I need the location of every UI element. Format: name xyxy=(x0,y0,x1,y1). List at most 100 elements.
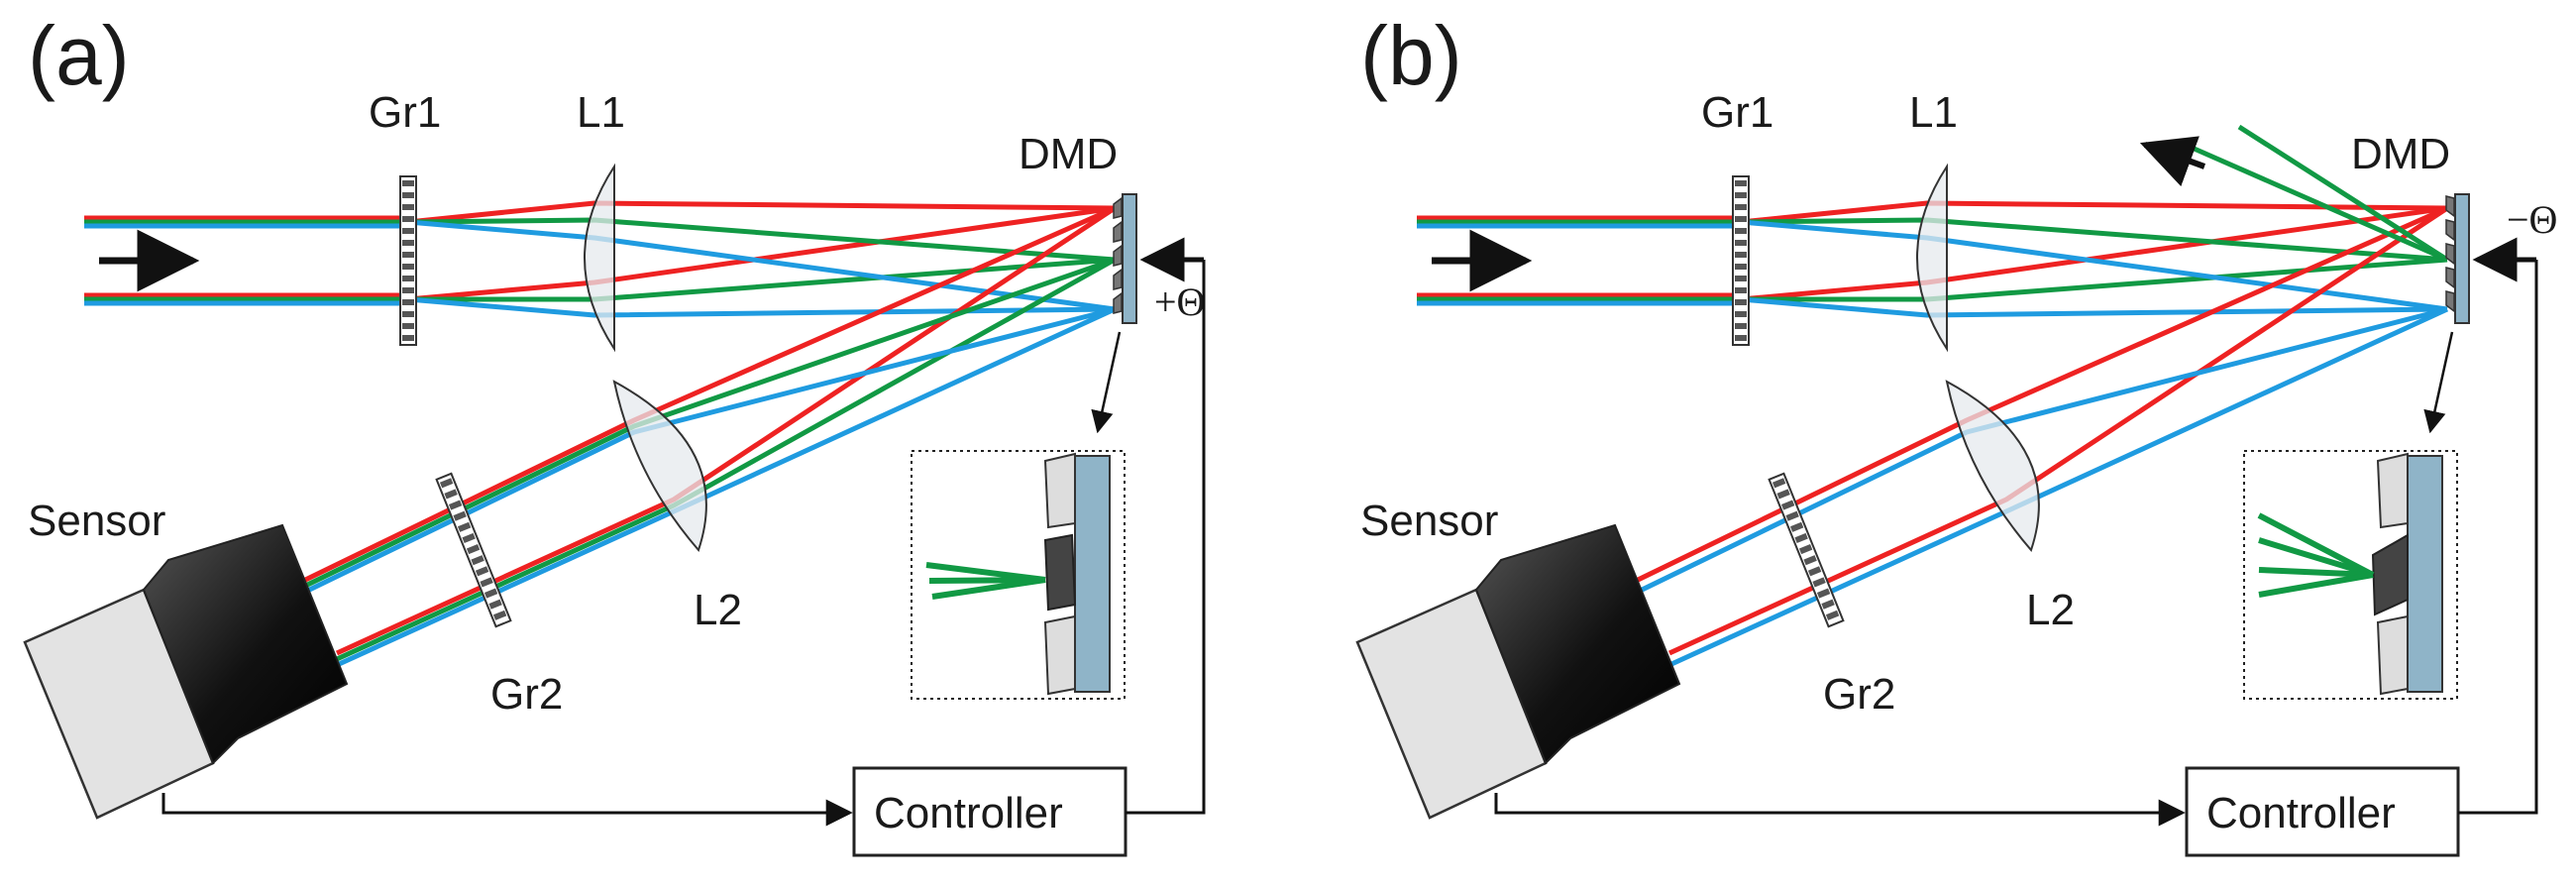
label-gr1: Gr1 xyxy=(1701,88,1773,137)
camera-lens xyxy=(142,523,349,765)
lens-icon xyxy=(612,380,707,552)
sensor-to-controller-wire xyxy=(161,793,853,827)
label-angle: +Θ xyxy=(1154,279,1205,324)
grating-tooth xyxy=(402,192,414,198)
grating-tooth xyxy=(402,180,414,186)
label-gr2: Gr2 xyxy=(490,670,563,719)
micromirror-inset-icon xyxy=(911,331,1126,700)
grating-tooth xyxy=(402,335,414,341)
sensor-to-controller-wire xyxy=(1494,793,2186,827)
grating-icon xyxy=(1732,175,1750,346)
camera-icon xyxy=(23,523,349,820)
label-gr2: Gr2 xyxy=(1823,670,1895,719)
grating-icon xyxy=(435,472,512,628)
grating-tooth xyxy=(402,228,414,234)
micromirror xyxy=(1113,244,1123,267)
inset-green-ray xyxy=(2257,512,2375,578)
label-l1: L1 xyxy=(577,88,625,137)
label-sensor: Sensor xyxy=(28,497,165,545)
grating-tooth xyxy=(1735,299,1747,305)
label-l2: L2 xyxy=(694,586,742,634)
label-gr1: Gr1 xyxy=(369,88,441,137)
grating-tooth xyxy=(1735,216,1747,222)
grating-tooth xyxy=(1735,264,1747,270)
panel-letter: (b) xyxy=(1360,9,1462,102)
lens-icon xyxy=(1916,163,1948,353)
grating-tooth xyxy=(480,577,493,588)
inset-mirror-top xyxy=(1043,452,1076,529)
controller-to-dmd-wire xyxy=(1126,260,1206,815)
grating-tooth xyxy=(475,566,489,577)
grating-tooth xyxy=(1735,204,1747,210)
grating-icon xyxy=(399,175,417,346)
grating-frame xyxy=(399,175,417,346)
inset-pointer xyxy=(2423,331,2454,434)
grating-tooth xyxy=(402,287,414,293)
grating-tooth xyxy=(1785,510,1799,521)
inset-mirror-bottom xyxy=(1043,614,1076,696)
grating-tooth xyxy=(1735,228,1747,234)
grating-tooth xyxy=(1816,588,1831,599)
grating-tooth xyxy=(492,610,507,620)
micromirror xyxy=(2445,290,2455,313)
grating-tooth xyxy=(462,532,476,543)
grating-tooth xyxy=(402,323,414,329)
inset-green-ray xyxy=(2258,567,2374,578)
grating-tooth xyxy=(1735,287,1747,293)
inset-substrate xyxy=(1074,455,1111,693)
grating-tooth xyxy=(453,510,467,521)
label-dmd: DMD xyxy=(1019,130,1118,178)
grating-tooth xyxy=(457,521,472,532)
grating-tooth xyxy=(471,555,484,566)
grating-tooth xyxy=(1825,610,1840,620)
grating-tooth xyxy=(1780,500,1795,510)
micromirror xyxy=(1113,220,1123,243)
lens-icon xyxy=(1945,380,2040,552)
grating-tooth xyxy=(1821,599,1835,610)
deflection-arrow-icon xyxy=(2139,136,2206,187)
camera-icon xyxy=(1355,523,1681,820)
grating-tooth xyxy=(402,216,414,222)
grating-tooth xyxy=(1771,478,1786,489)
dmd-substrate xyxy=(1122,193,1137,324)
grating-tooth xyxy=(402,204,414,210)
label-angle: −Θ xyxy=(2507,197,2557,242)
grating-tooth xyxy=(402,252,414,258)
micromirror xyxy=(2445,219,2455,242)
camera-lens xyxy=(1474,523,1681,765)
label-controller: Controller xyxy=(2206,789,2396,837)
grating-tooth xyxy=(402,264,414,270)
micromirror-inset-icon xyxy=(2243,331,2458,700)
grating-tooth xyxy=(1735,335,1747,341)
grating-tooth xyxy=(1735,252,1747,258)
grating-tooth xyxy=(1735,311,1747,317)
label-sensor: Sensor xyxy=(1360,497,1498,545)
label-controller: Controller xyxy=(874,789,1063,837)
grating-tooth xyxy=(439,478,454,489)
inset-mirror-bottom xyxy=(2376,614,2409,696)
label-l2: L2 xyxy=(2026,586,2075,634)
micromirror xyxy=(1113,196,1123,219)
grating-tooth xyxy=(483,588,498,599)
grating-tooth xyxy=(1735,192,1747,198)
grating-tooth xyxy=(402,311,414,317)
micromirror xyxy=(1113,291,1123,314)
inset-mirror-center xyxy=(1043,533,1077,612)
grating-tooth xyxy=(1794,532,1808,543)
grating-tooth xyxy=(1812,577,1826,588)
dmd-icon xyxy=(1113,193,1137,324)
inset-mirror-center xyxy=(2371,533,2409,616)
dmd-icon xyxy=(2445,193,2470,324)
label-dmd: DMD xyxy=(2351,130,2450,178)
grating-tooth xyxy=(402,299,414,305)
grating-tooth xyxy=(1735,180,1747,186)
grating-tooth xyxy=(1735,323,1747,329)
label-l1: L1 xyxy=(1909,88,1958,137)
grating-tooth xyxy=(488,599,502,610)
inset-green-ray xyxy=(2258,537,2374,578)
micromirror xyxy=(2445,267,2455,289)
grating-tooth xyxy=(1807,566,1822,577)
